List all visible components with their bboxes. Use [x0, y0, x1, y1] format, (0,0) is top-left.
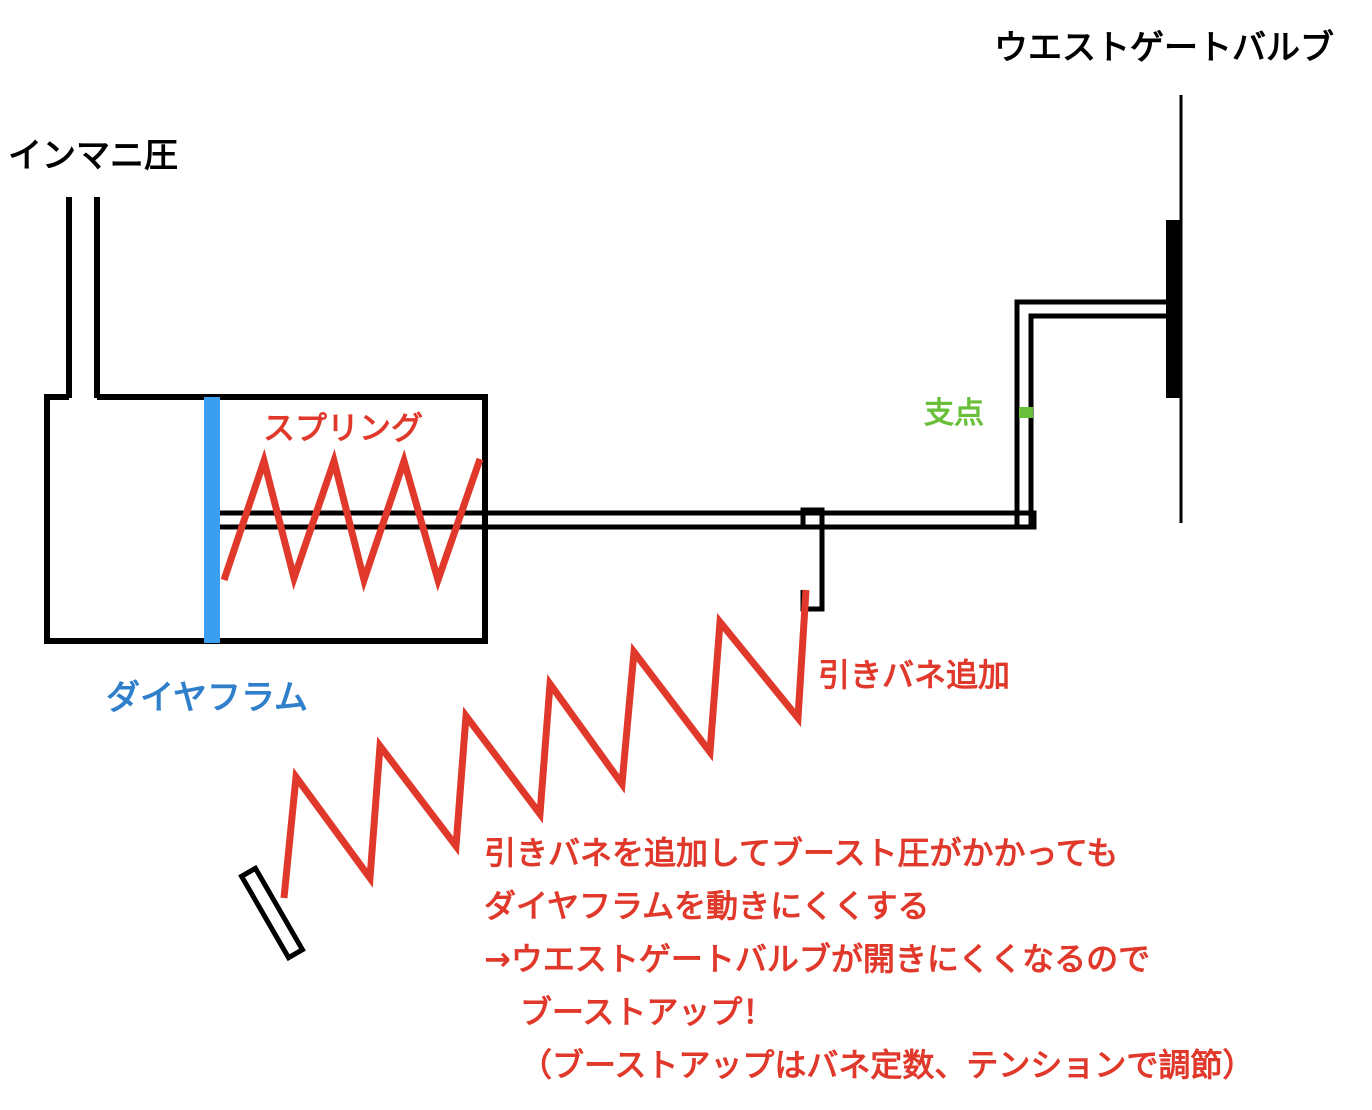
wastegate-lever	[1014, 299, 1173, 527]
spring-anchor	[238, 864, 306, 962]
actuator-rod	[214, 510, 1037, 530]
note-line-5: （ブーストアップはバネ定数、テンションで調節）	[520, 1046, 1255, 1084]
note-line-1: 引きバネを追加してブースト圧がかかっても	[484, 834, 1119, 872]
note-line-2: ダイヤフラムを動きにくくする	[484, 887, 930, 925]
added-spring-label: 引きバネ追加	[818, 656, 1011, 694]
diaphragm-label: ダイヤフラム	[106, 678, 308, 718]
fulcrum-point	[1019, 407, 1033, 418]
actuator-housing	[44, 394, 488, 644]
wastegate-valve-label: ウエストゲートバルブ	[994, 28, 1334, 68]
diaphragm	[204, 397, 220, 643]
fulcrum-label: 支点	[924, 396, 984, 431]
note-line-4: ブーストアップ！	[520, 993, 775, 1031]
explanation-note: 引きバネを追加してブースト圧がかかっても ダイヤフラムを動きにくくする →ウエス…	[484, 827, 1254, 1092]
wastegate-valve-plate	[1166, 220, 1180, 398]
internal-spring	[220, 448, 484, 593]
manifold-pressure-pipe	[66, 197, 100, 398]
manifold-pressure-label: インマニ圧	[8, 136, 178, 176]
note-line-3: →ウエストゲートバルブが開きにくくなるので	[484, 940, 1151, 978]
added-tension-spring	[280, 589, 810, 899]
spring-label: スプリング	[263, 409, 424, 447]
